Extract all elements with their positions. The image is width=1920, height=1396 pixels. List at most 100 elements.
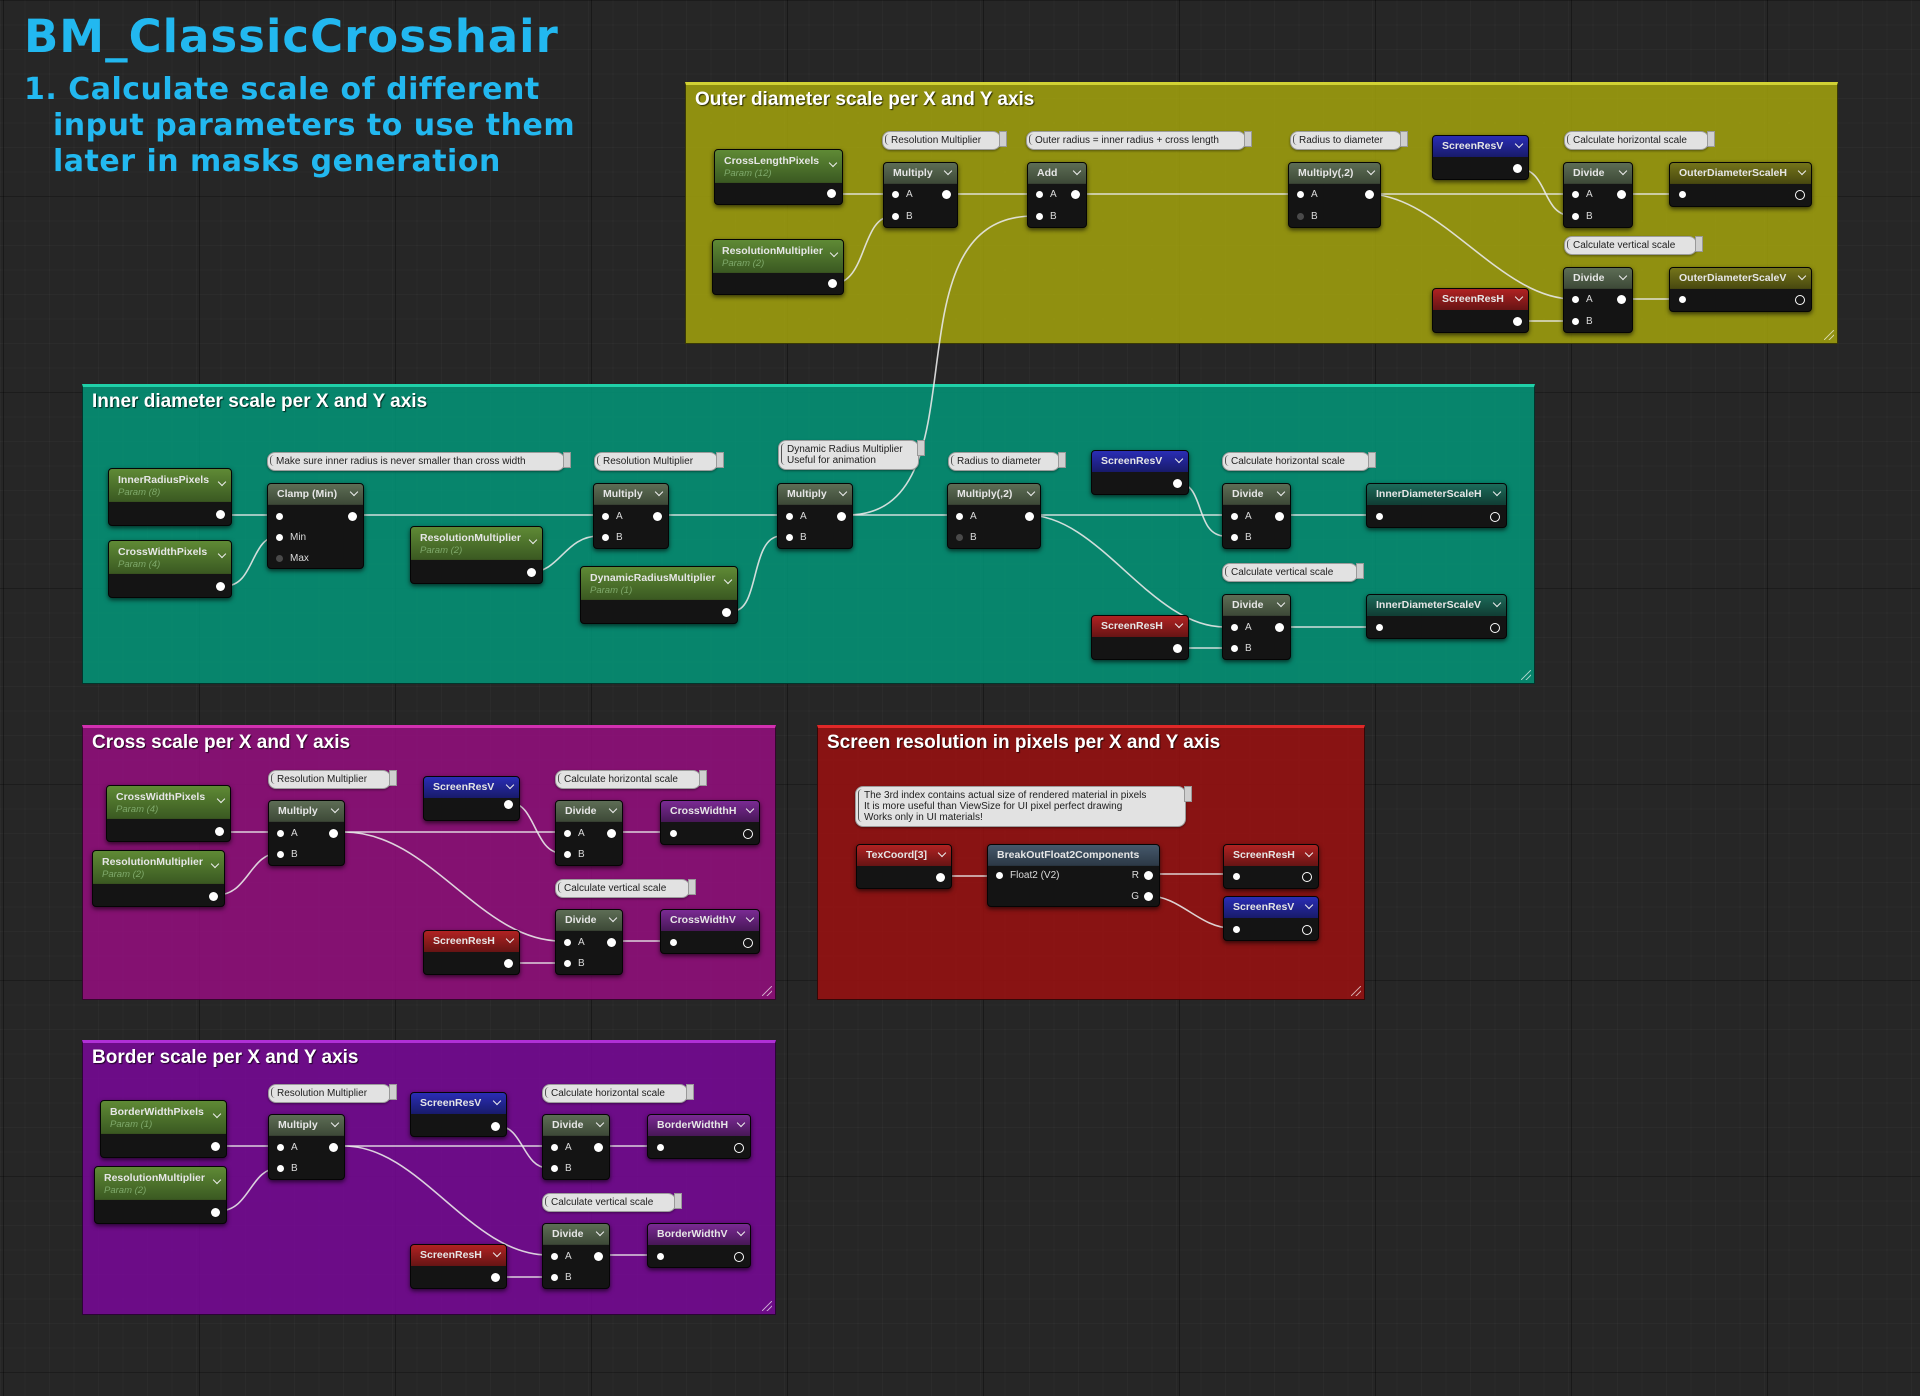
pin-icon[interactable] [699, 770, 707, 786]
chevron-down-icon[interactable] [1276, 487, 1286, 497]
chevron-down-icon[interactable] [216, 794, 226, 804]
node-multiply[interactable]: Multiply A B [777, 483, 853, 549]
comment-box-outer-diameter[interactable]: Outer diameter scale per X and Y axis [685, 82, 1838, 344]
comment-box-title[interactable]: Border scale per X and Y axis [92, 1047, 359, 1068]
node-outer-diameter-scale-h[interactable]: OuterDiameterScaleH [1669, 162, 1812, 207]
pin-icon[interactable] [389, 770, 397, 786]
pin-icon[interactable] [688, 879, 696, 895]
chevron-down-icon[interactable] [1174, 454, 1184, 464]
chevron-down-icon[interactable] [828, 158, 838, 168]
output-pin[interactable] [1502, 316, 1522, 328]
node-divide-vertical[interactable]: Divide A B [1222, 594, 1291, 660]
output-pin[interactable] [1354, 189, 1374, 201]
chevron-down-icon[interactable] [505, 780, 515, 790]
chevron-down-icon[interactable] [1174, 619, 1184, 629]
node-multiply-by-two[interactable]: Multiply(,2) A B [1288, 162, 1381, 228]
comment-box-title[interactable]: Inner diameter scale per X and Y axis [92, 391, 428, 412]
node-clamp-min[interactable]: Clamp (Min) Min Max [267, 483, 364, 569]
node-divide-vertical[interactable]: Divide A B [1563, 267, 1633, 333]
output-pin[interactable] [817, 278, 837, 290]
output-pin[interactable] [1502, 163, 1522, 175]
comment-box-title[interactable]: Screen resolution in pixels per X and Y … [827, 732, 1221, 753]
node-multiply[interactable]: Multiply A B [268, 1114, 345, 1180]
pin-icon[interactable] [1368, 452, 1376, 468]
output-pin[interactable] [198, 891, 218, 903]
resize-handle[interactable] [1351, 986, 1361, 996]
output-pin[interactable] [318, 828, 338, 840]
output-pin[interactable] [724, 1142, 744, 1154]
pin-icon[interactable] [1058, 452, 1066, 468]
chevron-down-icon[interactable] [608, 913, 618, 923]
chevron-down-icon[interactable] [1797, 271, 1807, 281]
pin-icon[interactable] [563, 452, 571, 468]
chevron-down-icon[interactable] [595, 1118, 605, 1128]
node-screen-res-h[interactable]: ScreenResH [423, 930, 520, 975]
comment-bubble[interactable]: Radius to diameter [1290, 131, 1408, 150]
node-multiply[interactable]: Multiply A B [268, 800, 345, 866]
chevron-down-icon[interactable] [1304, 848, 1314, 858]
comment-bubble[interactable]: Calculate horizontal scale [542, 1084, 694, 1103]
output-pin[interactable] [1606, 189, 1626, 201]
chevron-down-icon[interactable] [212, 1109, 222, 1119]
node-screen-res-h[interactable]: ScreenResH [1432, 288, 1529, 333]
chevron-down-icon[interactable] [1618, 166, 1628, 176]
comment-bubble[interactable]: Dynamic Radius Multiplier Useful for ani… [778, 440, 925, 470]
pin-icon[interactable] [716, 452, 724, 468]
chevron-down-icon[interactable] [736, 1118, 746, 1128]
node-screen-res-v[interactable]: ScreenResV [423, 776, 520, 821]
pin-icon[interactable] [1400, 131, 1408, 147]
output-pin[interactable] [1480, 622, 1500, 634]
output-pin[interactable] [1292, 924, 1312, 936]
chevron-down-icon[interactable] [745, 913, 755, 923]
output-pin[interactable] [733, 937, 753, 949]
output-pin[interactable] [200, 1141, 220, 1153]
output-pin[interactable] [1292, 871, 1312, 883]
comment-bubble[interactable]: The 3rd index contains actual size of re… [855, 786, 1192, 827]
node-screen-res-v-output[interactable]: ScreenResV [1223, 896, 1319, 941]
node-divide-horizontal[interactable]: Divide A B [1222, 483, 1291, 549]
node-multiply[interactable]: Multiply A B [593, 483, 669, 549]
pin-icon[interactable] [389, 1084, 397, 1100]
comment-bubble[interactable]: Resolution Multiplier [882, 131, 1007, 150]
comment-bubble[interactable]: Radius to diameter [948, 452, 1066, 471]
node-screen-res-v[interactable]: ScreenResV [410, 1092, 507, 1137]
output-pin[interactable] [1162, 643, 1182, 655]
output-pin[interactable] [711, 607, 731, 619]
output-pin-g[interactable]: G [1123, 891, 1153, 903]
chevron-down-icon[interactable] [217, 477, 227, 487]
output-pin[interactable] [583, 1251, 603, 1263]
chevron-down-icon[interactable] [829, 248, 839, 258]
output-pin[interactable] [480, 1272, 500, 1284]
comment-bubble[interactable]: Calculate vertical scale [555, 879, 696, 898]
pin-icon[interactable] [674, 1193, 682, 1209]
output-pin[interactable] [642, 511, 662, 523]
output-pin[interactable] [826, 511, 846, 523]
node-outer-diameter-scale-v[interactable]: OuterDiameterScaleV [1669, 267, 1812, 312]
output-pin[interactable] [1162, 478, 1182, 490]
output-pin[interactable] [925, 872, 945, 884]
comment-bubble[interactable]: Resolution Multiplier [268, 770, 397, 789]
resize-handle[interactable] [762, 986, 772, 996]
output-pin[interactable] [200, 1207, 220, 1219]
output-pin[interactable] [205, 581, 225, 593]
chevron-down-icon[interactable] [943, 166, 953, 176]
output-pin[interactable] [931, 189, 951, 201]
output-pin[interactable] [1060, 189, 1080, 201]
output-pin[interactable] [516, 567, 536, 579]
chevron-down-icon[interactable] [349, 487, 359, 497]
node-cross-width-v[interactable]: CrossWidthV [660, 909, 760, 954]
output-pin[interactable] [1264, 622, 1284, 634]
resize-handle[interactable] [1521, 670, 1531, 680]
pin-icon[interactable] [1184, 786, 1192, 802]
node-screen-res-h[interactable]: ScreenResH [1091, 615, 1189, 660]
node-multiply-by-two[interactable]: Multiply(,2) A B [947, 483, 1041, 549]
chevron-down-icon[interactable] [1618, 271, 1628, 281]
comment-bubble[interactable]: Outer radius = inner radius + cross leng… [1026, 131, 1252, 150]
chevron-down-icon[interactable] [210, 859, 220, 869]
output-pin[interactable] [724, 1251, 744, 1263]
chevron-down-icon[interactable] [1366, 166, 1376, 176]
